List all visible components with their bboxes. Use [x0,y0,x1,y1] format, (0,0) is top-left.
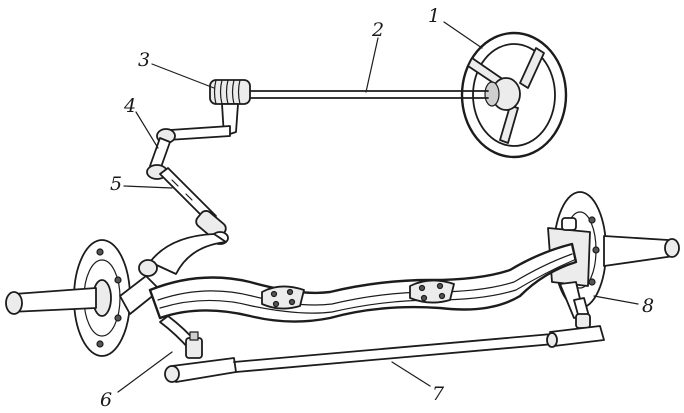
leader-lines [117,21,639,393]
tie-rod [164,325,605,383]
leader-7 [391,361,431,387]
right-steering-arm [573,297,591,329]
label-part-3: 3 [138,49,150,71]
left-steering-knuckle [5,233,227,357]
leader-8 [593,295,639,305]
label-part-8: 8 [642,295,654,317]
steering-wheel [460,31,568,159]
right-steering-knuckle [547,191,680,319]
label-part-5: 5 [110,173,122,195]
drag-link [146,164,229,245]
spring-pad-left [261,285,305,310]
label-part-7: 7 [432,383,445,405]
leader-4 [135,111,159,149]
spring-pad-right [409,279,455,304]
label-part-1: 1 [428,5,440,27]
leader-2 [365,37,379,93]
leader-3 [151,63,215,89]
steering-gear [209,79,251,137]
label-part-4: 4 [123,95,136,117]
label-part-6: 6 [100,389,112,411]
part-labels: 1 2 3 4 5 6 7 8 [100,5,654,411]
pitman-arm [149,125,231,171]
leader-5 [123,185,173,189]
front-axle-beam [148,242,578,323]
leader-6 [117,351,173,393]
label-part-2: 2 [371,19,384,41]
steering-shaft [247,90,489,99]
left-steering-arm [159,315,203,359]
leader-1 [443,21,483,49]
